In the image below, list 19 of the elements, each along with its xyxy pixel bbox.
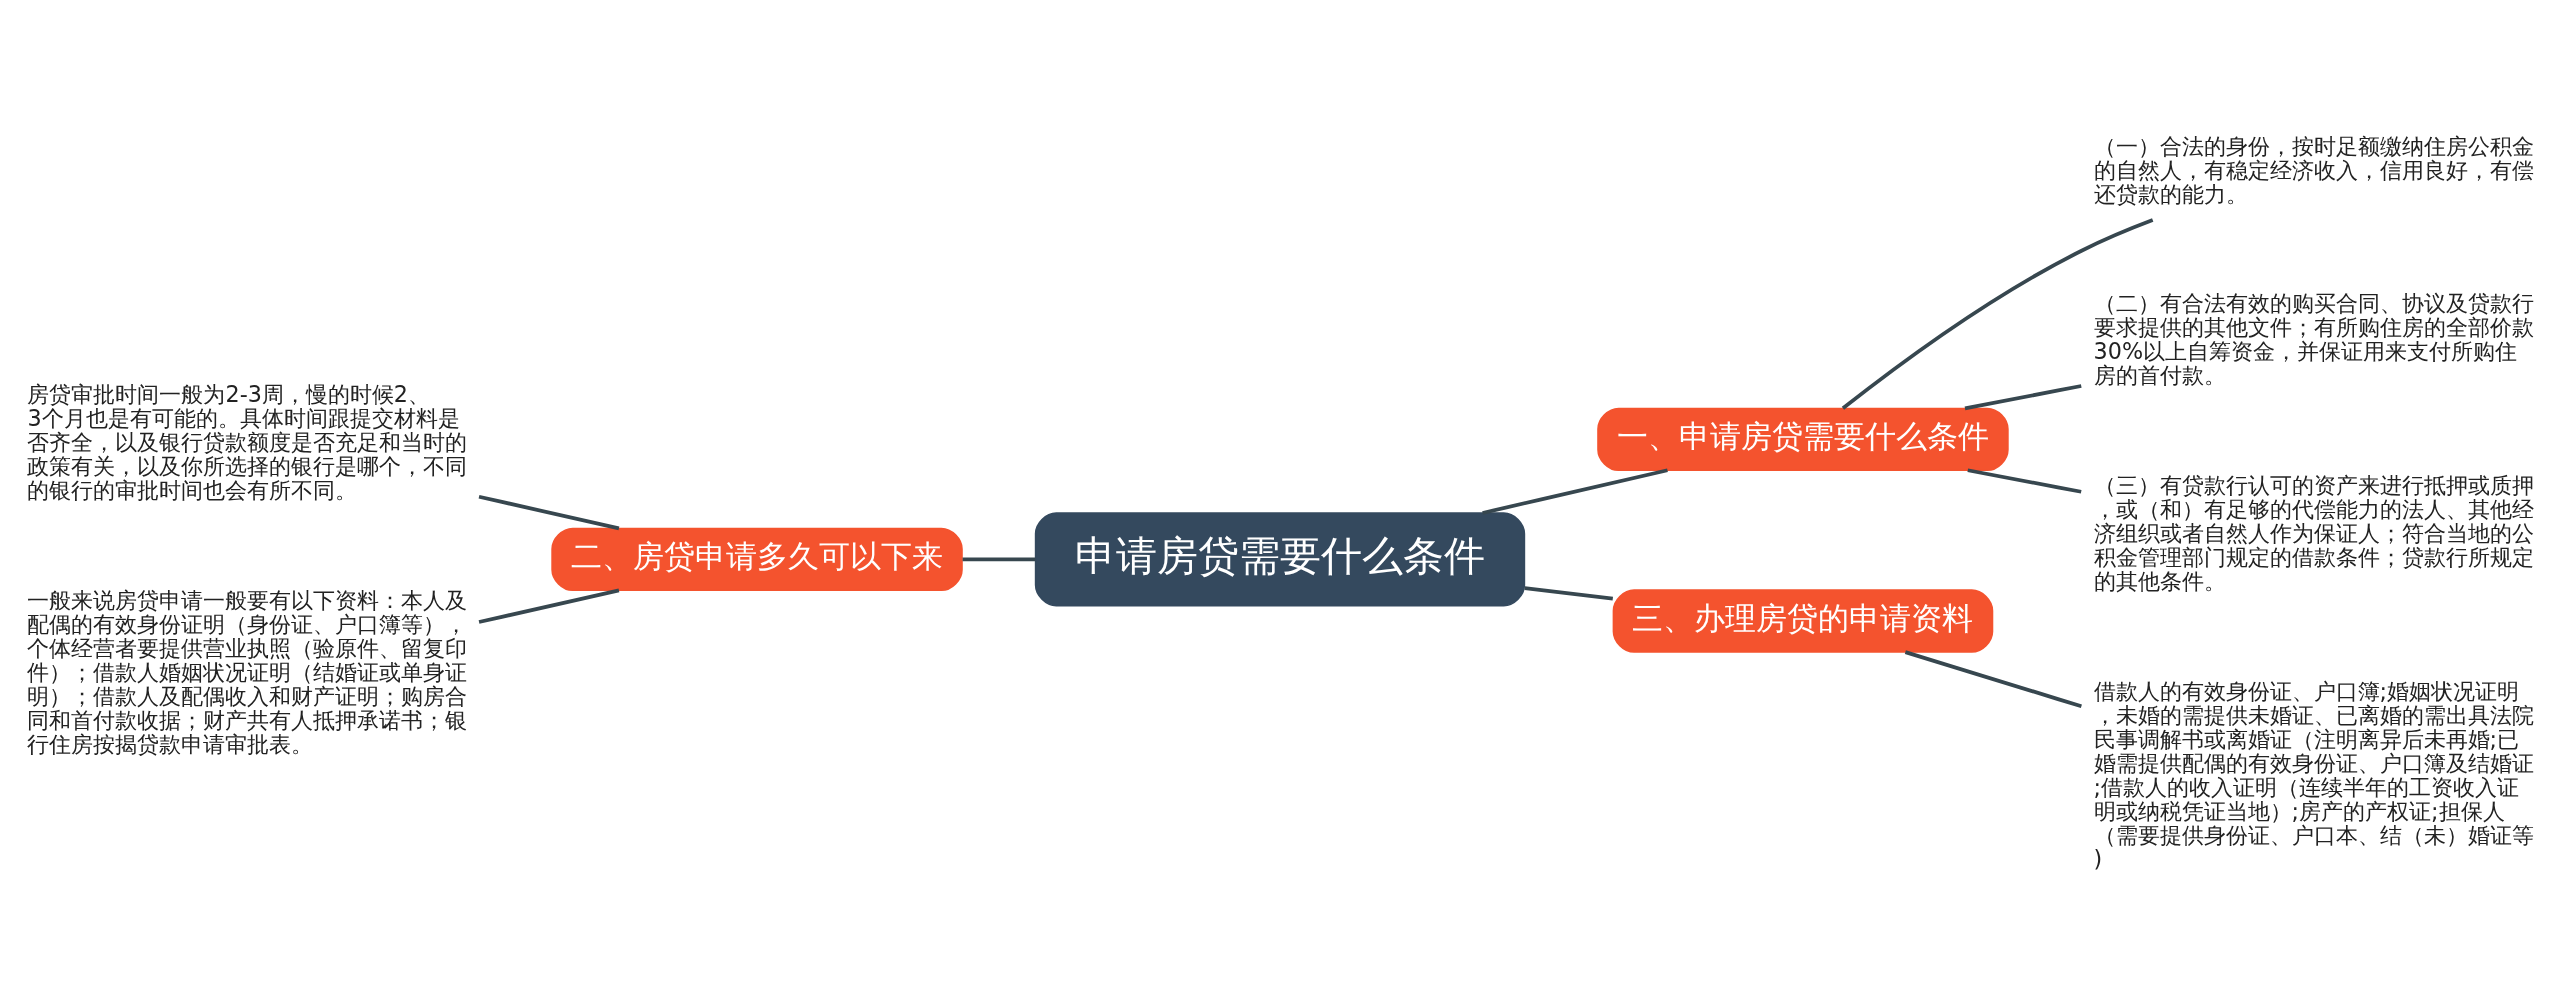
connector	[1964, 383, 2082, 410]
connector	[962, 557, 1036, 561]
connector	[1967, 467, 2082, 494]
node-text: 一般来说房贷申请一般要有以下资料：本人及配偶的有效身份证明（身份证、户口簿等），个体经营者要提供营业执照（验原件、留复印件）；借款人婚姻状况证明（结婚证或单身证明）；借款人及配偶收入和财产证明；购房合同和首付款收据；财产共有人抵押承诺书；银行住房按揭贷款申请审批表。	[27, 586, 468, 757]
connector	[478, 494, 620, 530]
node-box: 申请房贷需要什么条件	[1034, 511, 1526, 606]
node-text: 房贷审批时间一般为2-3周，慢的时候2、3个月也是有可能的。具体时间跟提交材料是否齐全，以及银行贷款额度是否充足和当时的政策有关，以及你所选择的银行是哪个，不同的银行的审批时间也会有所不同。	[27, 380, 468, 503]
connector	[1524, 585, 1614, 601]
node-box: 二、房贷申请多久可以下来	[551, 527, 963, 591]
node-text: （二）有合法有效的购买合同、协议及贷款行要求提供的其他文件；有所购住房的全部价款30%以上自筹资金，并保证用来支付所购住房的首付款。	[2093, 289, 2534, 388]
node-text: 借款人的有效身份证、户口簿;婚姻状况证明，未婚的需提供未婚证、已离婚的需出具法院民事调解书或离婚证（注明离异后未再婚;已婚需提供配偶的有效身份证、户口簿及结婚证;借款人的收入证明（连续半年的工资收入证明或纳税凭证当地）;房产的产权证;担保人（需要提供身份证、户口本、结（未）婚证等)	[2093, 677, 2534, 872]
node-text: （三）有贷款行认可的资产来进行抵押或质押，或（和）有足够的代偿能力的法人、其他经济组织或者自然人作为保证人；符合当地的公积金管理部门规定的借款条件；贷款行所规定的其他条件。	[2093, 471, 2534, 594]
node-box: 一、申请房贷需要什么条件	[1597, 407, 2009, 471]
node-text: （一）合法的身份，按时足额缴纳住房公积金的自然人，有稳定经济收入，信用良好，有偿还贷款的能力。	[2093, 132, 2534, 207]
connector	[1904, 649, 2082, 708]
connector	[478, 587, 620, 624]
connector	[1482, 467, 1668, 515]
node-box: 三、办理房贷的申请资料	[1612, 588, 1994, 653]
connector	[1841, 217, 2154, 410]
